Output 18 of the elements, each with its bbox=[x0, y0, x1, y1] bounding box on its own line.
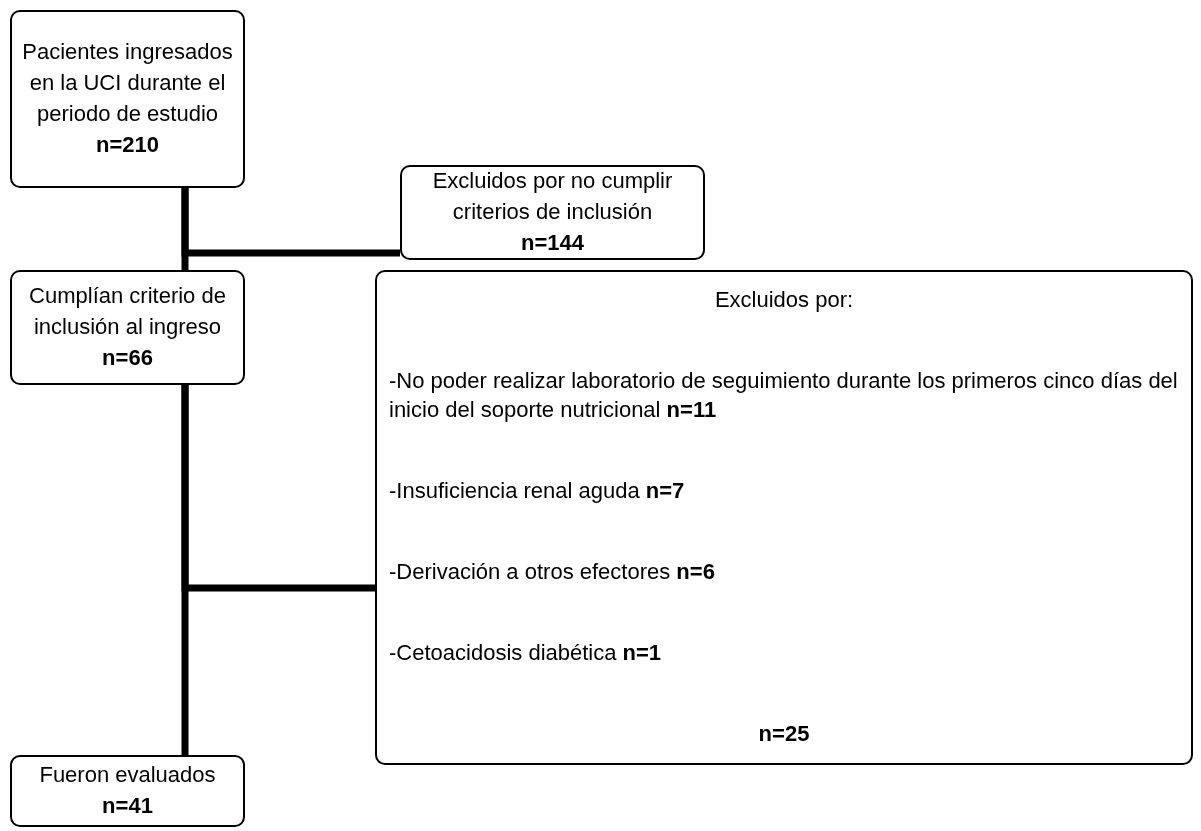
connector-line bbox=[181, 385, 375, 592]
exclusion-box bbox=[400, 165, 705, 260]
box-title: Fueron evaluados bbox=[39, 761, 216, 790]
count-label: n=25 bbox=[758, 720, 810, 749]
process-box bbox=[10, 755, 245, 827]
exclusion-reason: -No poder realizar laboratorio de seguimiento durante los primeros cinco días del inicio del soporte nutricional n=11 bbox=[389, 367, 1179, 424]
exclusion-reason: -Insuficiencia renal aguda n=7 bbox=[389, 476, 685, 505]
connector-line bbox=[181, 188, 400, 257]
count-label: n=41 bbox=[102, 792, 153, 820]
box-title: Excluidos por: bbox=[714, 286, 854, 314]
exclusion-reason: -Derivación a otros efectores n=6 bbox=[389, 558, 715, 587]
exclusion-box bbox=[375, 270, 1193, 765]
count-label: n=66 bbox=[102, 343, 153, 372]
process-box bbox=[10, 270, 245, 385]
exclusion-reason: -Cetoacidosis diabética n=1 bbox=[389, 639, 662, 668]
count-label: n=144 bbox=[521, 228, 584, 257]
process-box bbox=[10, 10, 245, 188]
count-label: n=210 bbox=[96, 130, 159, 159]
